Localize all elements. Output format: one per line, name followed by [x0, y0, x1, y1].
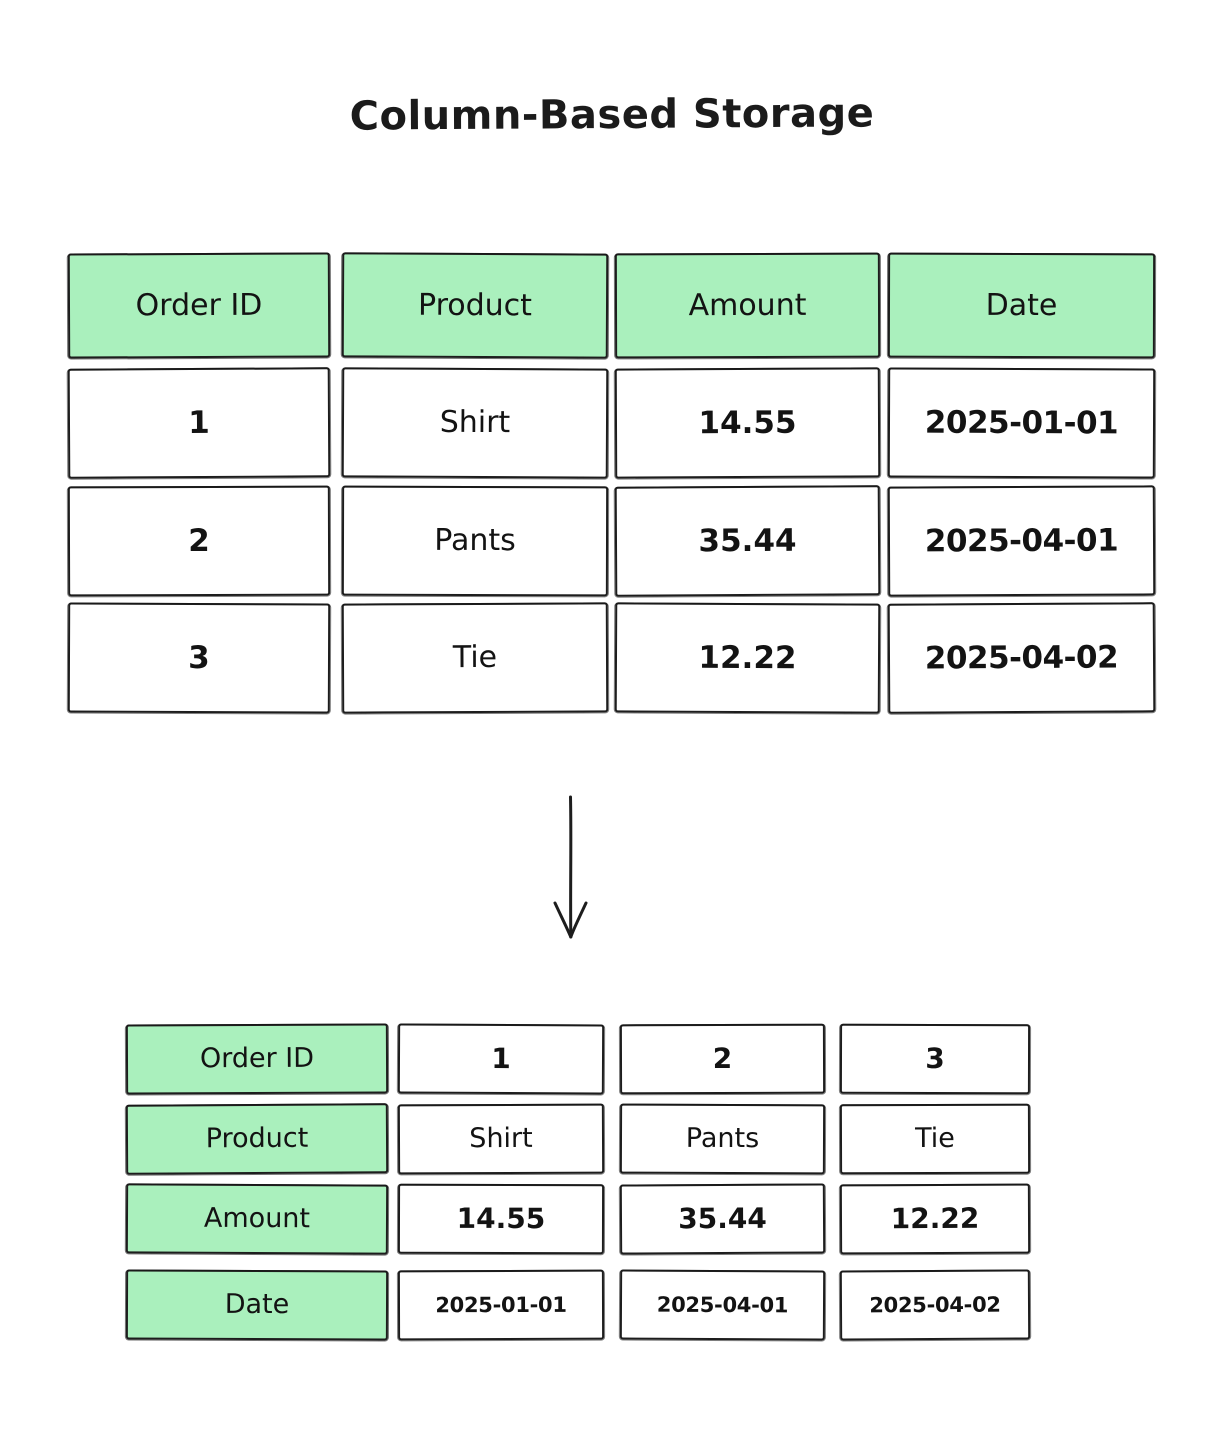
- row-table-header-date: Date: [887, 252, 1156, 359]
- column-table-cell-amount-2: 35.44: [619, 1183, 826, 1255]
- row-table-cell-amount: 14.55: [614, 367, 881, 479]
- row-table-cell-order-id: 3: [67, 602, 331, 714]
- column-table-label-date: Date: [125, 1269, 389, 1341]
- column-table-cell-order-id-1: 1: [397, 1023, 605, 1095]
- row-table-header-product: Product: [341, 252, 609, 359]
- row-table-cell-date: 2025-04-01: [887, 485, 1156, 597]
- row-table-cell-order-id: 2: [67, 485, 331, 597]
- column-table-label-order-id: Order ID: [125, 1023, 389, 1095]
- row-table-cell-amount: 35.44: [614, 485, 881, 597]
- column-table-cell-date-1: 2025-01-01: [397, 1269, 605, 1341]
- row-table-cell-order-id: 1: [67, 367, 331, 479]
- row-table-cell-amount: 12.22: [614, 602, 881, 714]
- page-title: Column-Based Storage: [349, 90, 875, 140]
- arrow-down-icon: [553, 795, 588, 939]
- row-table-header-order-id: Order ID: [67, 252, 331, 359]
- column-table-cell-date-3: 2025-04-02: [839, 1269, 1031, 1341]
- column-table-cell-order-id-3: 3: [839, 1023, 1031, 1095]
- column-table-cell-amount-3: 12.22: [839, 1183, 1031, 1255]
- row-table-cell-date: 2025-04-02: [887, 602, 1156, 714]
- column-table-cell-product-1: Shirt: [397, 1103, 605, 1175]
- row-table-cell-date: 2025-01-01: [887, 367, 1156, 479]
- column-table-label-product: Product: [125, 1103, 389, 1175]
- column-table-cell-product-2: Pants: [619, 1103, 826, 1175]
- downward-arrow-icon: [508, 795, 638, 950]
- column-table-label-amount: Amount: [125, 1183, 389, 1255]
- column-table-cell-date-2: 2025-04-01: [619, 1269, 826, 1341]
- row-table-cell-product: Shirt: [341, 367, 609, 479]
- column-table-cell-order-id-2: 2: [619, 1023, 826, 1095]
- row-table-header-amount: Amount: [614, 252, 881, 359]
- row-table-cell-product: Pants: [341, 485, 609, 597]
- column-table-cell-amount-1: 14.55: [397, 1183, 605, 1255]
- column-table-cell-product-3: Tie: [839, 1103, 1031, 1175]
- row-table-cell-product: Tie: [341, 602, 609, 714]
